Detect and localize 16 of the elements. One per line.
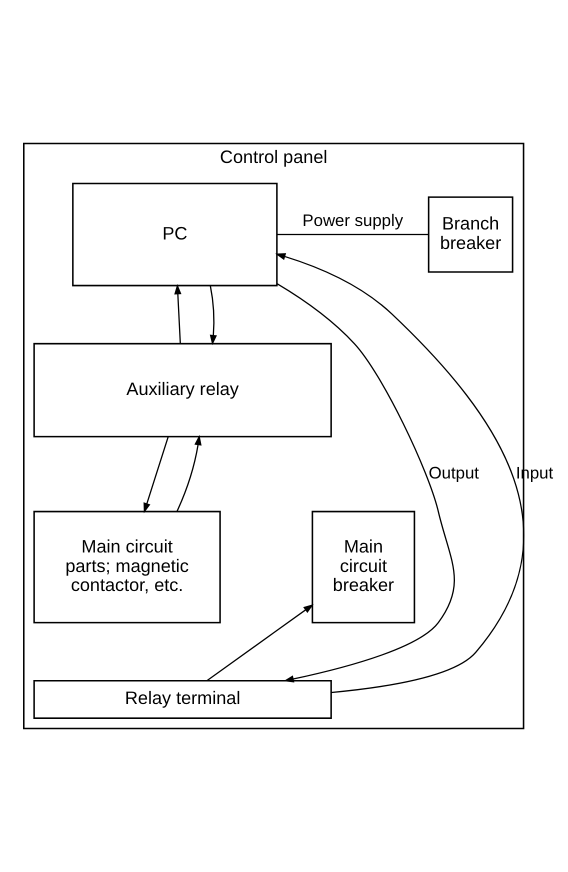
arrow (210, 286, 217, 346)
arrow (206, 604, 314, 682)
edge-label: Output (428, 463, 479, 482)
arrow (174, 284, 182, 344)
arrow (276, 283, 455, 682)
arrow (176, 434, 202, 512)
connector (277, 234, 429, 236)
edge-label: Power supply (302, 211, 404, 230)
node-box: Main circuit parts; magnetic contactor, etc. (33, 510, 221, 624)
node-box: Relay terminal (33, 680, 332, 719)
arrow (275, 253, 524, 694)
node-box: Auxiliary relay (33, 342, 332, 438)
node-box: Main circuit breaker (312, 510, 416, 624)
arrow (144, 436, 169, 514)
node-box: PC (72, 182, 278, 286)
node-box: Branch breaker (428, 196, 514, 273)
